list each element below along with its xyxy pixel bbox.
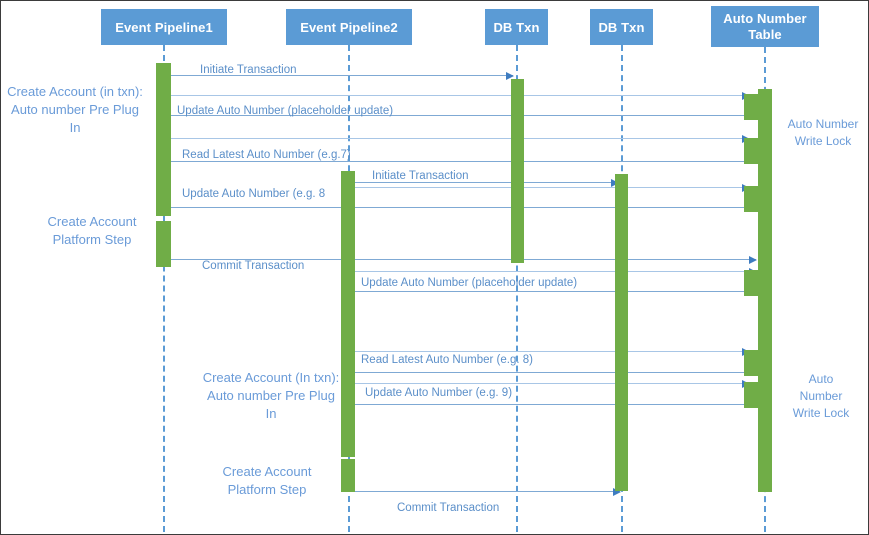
message-label-commit-transaction-1: Commit Transaction [202, 260, 305, 272]
activation-bar-event-pipeline1-platform-step [156, 221, 171, 267]
actor-box-db-txn-2[interactable]: DB Txn [590, 9, 653, 45]
activation-bar-event-pipeline2-platform-step [341, 459, 355, 492]
actor-label-event-pipeline1: Event Pipeline1 [115, 19, 213, 35]
actor-label-db-txn-1: DB Txn [493, 19, 540, 35]
actor-box-event-pipeline2[interactable]: Event Pipeline2 [286, 9, 412, 45]
message-line-update-eg9-out [348, 380, 750, 388]
note-left-lower: Create Account (In txn): Auto number Pre… [202, 370, 340, 421]
actor-label-event-pipeline2: Event Pipeline2 [300, 19, 398, 35]
actor-label-auto-number-table: Auto Number Table [723, 10, 807, 42]
message-line-update-placeholder-2-return [347, 288, 756, 296]
arrow-head-right-icon [613, 488, 621, 496]
message-label-initiate-transaction-2: Initiate Transaction [372, 170, 469, 182]
message-label-initiate-transaction-1: Initiate Transaction [200, 64, 297, 76]
message-line-update-placeholder-2-out [348, 268, 757, 276]
message-label-read-latest-8: Read Latest Auto Number (e.g. 8) [361, 354, 533, 366]
message-label-commit-transaction-2: Commit Transaction [397, 502, 500, 514]
note-right-top: Auto Number Write Lock [787, 117, 859, 148]
message-line-read-latest-8-out [348, 348, 750, 356]
note-right-bottom: Auto Number Write Lock [792, 372, 850, 420]
lifeline-db-txn-1 [516, 45, 518, 532]
actor-box-event-pipeline1[interactable]: Event Pipeline1 [101, 9, 227, 45]
activation-bar-auto-number-op-3 [744, 186, 758, 212]
message-line-commit-transaction-1 [163, 256, 757, 264]
message-line-initiate-transaction-1 [163, 72, 514, 80]
message-line-update-eg8-return [162, 204, 749, 212]
actor-box-db-txn-1[interactable]: DB Txn [485, 9, 548, 45]
note-left-top: Create Account (in txn): Auto number Pre… [7, 84, 143, 135]
activation-bar-auto-number-op-6 [744, 382, 758, 408]
message-line-update-eg9-return [347, 401, 749, 409]
activation-bar-db-txn-1 [511, 79, 524, 263]
message-line-commit-transaction-2 [348, 488, 621, 496]
activation-bar-auto-number-op-4 [744, 270, 758, 296]
activation-bar-event-pipeline1-pre-plugin [156, 63, 171, 216]
message-label-update-placeholder-1: Update Auto Number (placeholder update) [177, 105, 394, 117]
message-label-update-eg9: Update Auto Number (e.g. 9) [365, 387, 513, 399]
message-line-read-latest-7-out [163, 135, 750, 143]
actor-label-db-txn-2: DB Txn [598, 19, 645, 35]
activation-bar-event-pipeline2-pre-plugin [341, 171, 355, 457]
lifeline-event-pipeline1 [163, 45, 165, 532]
activation-bar-auto-number-lock-2 [758, 256, 772, 492]
activation-bar-db-txn-2 [615, 174, 628, 491]
activation-bar-auto-number-op-5 [744, 350, 758, 376]
arrow-head-right-icon [749, 256, 757, 264]
message-line-update-eg8-out [348, 184, 750, 192]
actor-box-auto-number-table[interactable]: Auto Number Table [711, 6, 819, 47]
message-line-update-placeholder-1-out [163, 92, 750, 100]
message-label-read-latest-7: Read Latest Auto Number (e.g.7) [182, 149, 351, 161]
message-line-read-latest-8-return [347, 369, 749, 377]
activation-bar-auto-number-op-2 [744, 138, 758, 164]
activation-bar-auto-number-lock-1 [758, 89, 772, 270]
message-label-update-placeholder-2: Update Auto Number (placeholder update) [361, 277, 578, 289]
arrow-head-right-icon [506, 72, 514, 80]
activation-bar-auto-number-op-1 [744, 94, 758, 120]
note-left-bottom: Create Account Platform Step [222, 464, 312, 497]
message-label-update-eg8: Update Auto Number (e.g. 8 [182, 188, 326, 200]
note-left-mid: Create Account Platform Step [47, 214, 137, 247]
